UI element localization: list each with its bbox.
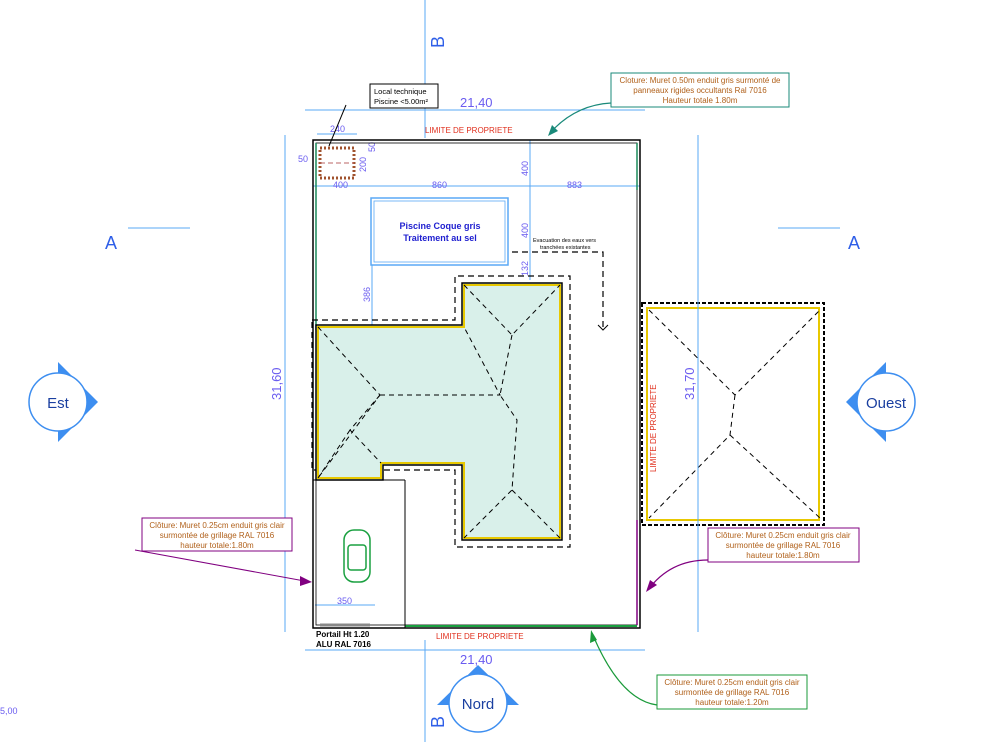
section-b-bottom: B bbox=[428, 716, 448, 728]
compass-ouest: Ouest bbox=[846, 362, 916, 442]
svg-text:hauteur totale:1.80m: hauteur totale:1.80m bbox=[746, 551, 820, 560]
note-left: Clôture: Muret 0.25cm enduit gris clair … bbox=[134, 517, 312, 586]
svg-text:Hauteur totale 1.80m: Hauteur totale 1.80m bbox=[663, 96, 738, 105]
dim-height-left: 31,60 bbox=[269, 367, 284, 400]
svg-text:Clôture: Muret 0.25cm enduit g: Clôture: Muret 0.25cm enduit gris clair bbox=[664, 678, 800, 687]
dim-386: 386 bbox=[362, 287, 372, 302]
evac-label-2: tranchées existantes bbox=[540, 245, 591, 251]
svg-text:surmontée de grillage RAL 7016: surmontée de grillage RAL 7016 bbox=[160, 531, 275, 540]
pool-label-1: Piscine Coque gris bbox=[399, 221, 480, 231]
svg-text:surmontée de grillage RAL 7016: surmontée de grillage RAL 7016 bbox=[675, 688, 790, 697]
dim-883: 883 bbox=[567, 180, 582, 190]
dim-50b: 50 bbox=[367, 142, 377, 152]
section-markers: A A B B bbox=[105, 0, 860, 742]
section-a-left: A bbox=[105, 233, 117, 253]
svg-text:Clôture: Muret 0.25cm enduit g: Clôture: Muret 0.25cm enduit gris clair bbox=[149, 521, 285, 530]
compass-nord: Nord bbox=[437, 665, 519, 733]
dim-200: 200 bbox=[358, 157, 368, 172]
dim-50: 50 bbox=[298, 154, 308, 164]
section-b-top: B bbox=[428, 36, 448, 48]
limite-right: LIMITE DE PROPRIETE bbox=[649, 384, 658, 472]
note-top: Cloture: Muret 0.50m enduit gris surmont… bbox=[548, 72, 790, 136]
svg-text:Clôture: Muret 0.25cm enduit g: Clôture: Muret 0.25cm enduit gris clair bbox=[715, 531, 851, 540]
dim-400-left: 400 bbox=[333, 180, 348, 190]
portail-label-2: ALU RAL 7016 bbox=[316, 640, 372, 649]
dim-350: 350 bbox=[337, 596, 352, 606]
limite-bottom: LIMITE DE PROPRIETE bbox=[436, 632, 524, 641]
dim-860: 860 bbox=[432, 180, 447, 190]
svg-text:surmontée de grillage RAL 7016: surmontée de grillage RAL 7016 bbox=[726, 541, 841, 550]
dimension-lines: 21,40 21,40 31,60 31,70 240 50 50 200 40… bbox=[0, 95, 699, 716]
dim-132: 132 bbox=[520, 261, 530, 276]
svg-text:Est: Est bbox=[47, 395, 70, 412]
svg-text:panneaux rigides occultants Ra: panneaux rigides occultants Ral 7016 bbox=[633, 86, 767, 95]
limite-top: LIMITE DE PROPRIETE bbox=[425, 126, 513, 135]
local-label-1: Local technique bbox=[374, 87, 427, 96]
evac-label-1: Evacuation des eaux vers bbox=[533, 238, 596, 244]
svg-text:hauteur totale:1.80m: hauteur totale:1.80m bbox=[180, 541, 254, 550]
section-a-right: A bbox=[848, 233, 860, 253]
dim-240: 240 bbox=[330, 124, 345, 134]
pool-label-2: Traitement au sel bbox=[403, 233, 477, 243]
dim-400-pool: 400 bbox=[520, 223, 530, 238]
car-icon bbox=[343, 529, 371, 583]
local-label-2: Piscine <5.00m² bbox=[374, 97, 428, 106]
house bbox=[311, 275, 571, 548]
svg-text:Ouest: Ouest bbox=[866, 395, 907, 412]
local-technique: Local technique Piscine <5.00m² bbox=[318, 83, 439, 180]
dim-width-top: 21,40 bbox=[460, 95, 493, 110]
compass-est: Est bbox=[28, 362, 98, 442]
property-boundary: LIMITE DE PROPRIETE LIMITE DE PROPRIETE … bbox=[312, 126, 658, 649]
dim-height-right: 31,70 bbox=[682, 367, 697, 400]
svg-text:Cloture: Muret 0.50m enduit gr: Cloture: Muret 0.50m enduit gris surmont… bbox=[620, 76, 782, 85]
dim-400-top: 400 bbox=[520, 161, 530, 176]
dim-width-bottom: 21,40 bbox=[460, 652, 493, 667]
note-right: Clôture: Muret 0.25cm enduit gris clair … bbox=[646, 527, 860, 592]
svg-text:hauteur totale:1.20m: hauteur totale:1.20m bbox=[695, 698, 769, 707]
pool: Piscine Coque gris Traitement au sel Eva… bbox=[370, 197, 609, 331]
svg-text:Nord: Nord bbox=[462, 696, 495, 713]
note-bottom: Clôture: Muret 0.25cm enduit gris clair … bbox=[590, 630, 808, 710]
scale-readout: 5,00 bbox=[0, 706, 18, 716]
neighbour-house bbox=[641, 302, 825, 526]
portail-label-1: Portail Ht 1.20 bbox=[316, 630, 370, 639]
